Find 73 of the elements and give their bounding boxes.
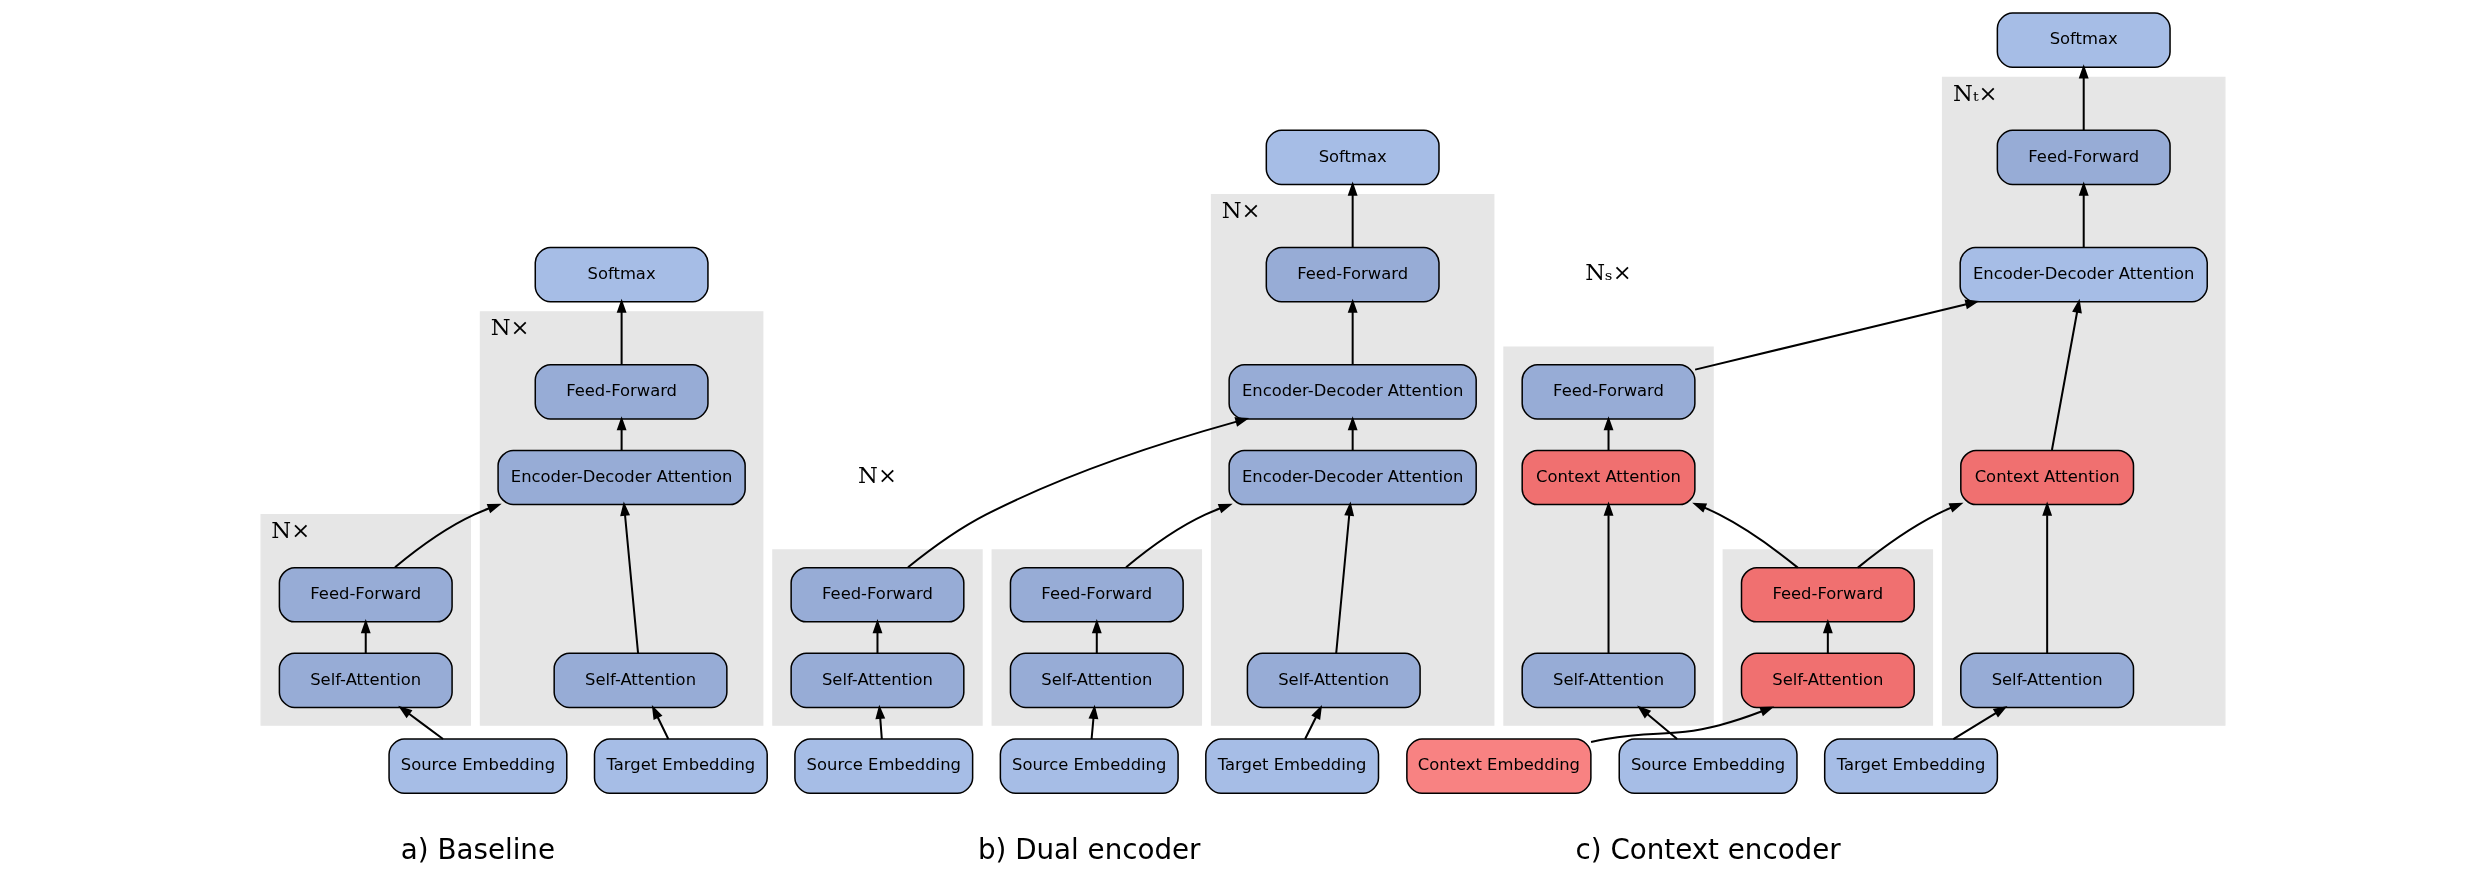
arrow (906, 417, 1249, 569)
cluster (1722, 549, 1933, 726)
node-box: Feed-Forward (534, 363, 709, 420)
arrow (1636, 705, 1678, 740)
node-box: Self-Attention (789, 652, 965, 709)
node-box: Target Embedding (1204, 738, 1379, 794)
label: N× (857, 462, 897, 489)
node-box: Encoder-Decoder Attention (496, 449, 746, 506)
label: a) Baseline (400, 832, 555, 866)
node-box: Self-Attention (1520, 652, 1696, 709)
arrow (619, 501, 639, 654)
arrow (1952, 705, 2007, 740)
node-box: Source Embedding (999, 738, 1179, 794)
arrow (2078, 64, 2089, 131)
node-box: Self-Attention (1740, 652, 1915, 709)
arrow (1822, 619, 1833, 654)
node-box: Target Embedding (1823, 738, 1998, 794)
node-box: Source Embedding (793, 738, 973, 794)
arrow (2078, 181, 2089, 248)
arrow (360, 619, 371, 654)
arrow (393, 503, 502, 569)
node-box: Feed-Forward (1265, 246, 1440, 303)
node-box: Feed-Forward (789, 566, 965, 623)
node-box: Source Embedding (1618, 738, 1798, 794)
node-box: Self-Attention (1009, 652, 1184, 709)
arrow (1347, 416, 1358, 451)
node-box: Feed-Forward (278, 566, 453, 623)
label: c) Context encoder (1575, 832, 1841, 866)
node-box: Encoder-Decoder Attention (1227, 449, 1477, 506)
arrow (1603, 501, 1613, 653)
node-box: Feed-Forward (1520, 363, 1696, 420)
arrow (1347, 181, 1358, 248)
arrow (2041, 501, 2052, 653)
arrow (616, 416, 627, 451)
node-box: Softmax (1996, 12, 2171, 68)
node-box: Softmax (1265, 129, 1440, 186)
node-box: Feed-Forward (1009, 566, 1184, 623)
node-box: Source Embedding (387, 738, 568, 794)
arrow (1347, 298, 1358, 365)
node-box: Target Embedding (593, 738, 768, 794)
arrow (1087, 704, 1098, 740)
arrow (1603, 416, 1613, 451)
arrow (1694, 299, 1979, 371)
arrow (872, 619, 882, 654)
arrow (397, 705, 444, 740)
node-box: Softmax (534, 246, 709, 303)
label: b) Dual encoder (977, 832, 1200, 866)
arrow (1691, 502, 1798, 569)
node-box: Self-Attention (278, 652, 453, 709)
node-box: Context Attention (1520, 449, 1696, 506)
arrow (651, 705, 669, 740)
cluster (771, 549, 983, 726)
node-box: Self-Attention (1959, 652, 2134, 709)
arrow (1091, 619, 1102, 654)
node-box: Self-Attention (552, 652, 728, 709)
arrow (1334, 501, 1354, 654)
label: Nₛ× (1584, 259, 1632, 286)
node-box: Self-Attention (1246, 652, 1421, 709)
arrow (616, 298, 627, 365)
arrow (1590, 706, 1774, 743)
arrow (1303, 705, 1322, 740)
arrow (1856, 502, 1963, 569)
node-box: Context Attention (1959, 449, 2134, 506)
arrow (874, 704, 885, 740)
cluster (991, 549, 1202, 726)
node-box: Feed-Forward (1996, 129, 2171, 186)
arrow (2050, 298, 2082, 451)
node-box: Encoder-Decoder Attention (1227, 363, 1477, 420)
node-box: Encoder-Decoder Attention (1958, 246, 2208, 303)
node-box: Context Embedding (1405, 738, 1592, 794)
arrow (1124, 503, 1233, 569)
node-box: Feed-Forward (1740, 566, 1915, 623)
cluster (1502, 346, 1714, 726)
